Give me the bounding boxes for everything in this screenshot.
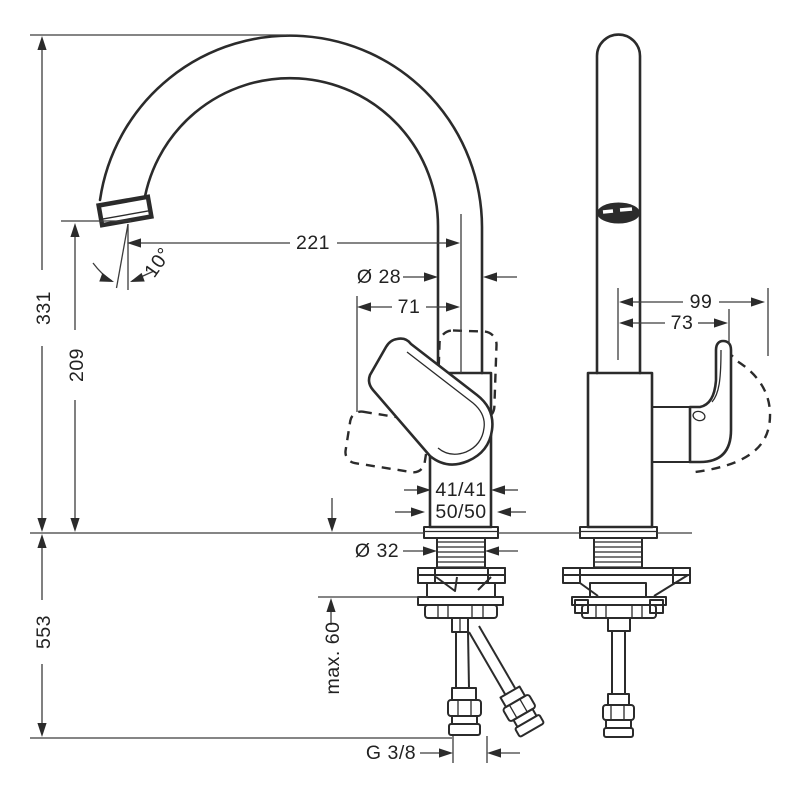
side-mounting-hardware bbox=[562, 538, 691, 632]
side-body bbox=[586, 371, 654, 529]
side-base-flange bbox=[579, 526, 658, 539]
dim-total-height: 331 bbox=[33, 291, 55, 325]
dim-lever-reach: 73 bbox=[671, 312, 694, 334]
hose-connector-angled bbox=[499, 685, 545, 738]
side-supply-hose bbox=[602, 631, 635, 738]
reference-lines bbox=[30, 34, 769, 763]
dimension-labels: 331 209 553 221 10° Ø 28 71 41/41 50/50 … bbox=[33, 232, 712, 764]
side-view bbox=[562, 33, 772, 738]
base-flange bbox=[423, 526, 499, 539]
front-view bbox=[96, 34, 545, 738]
side-handle bbox=[651, 339, 733, 464]
dim-handle-projection: 71 bbox=[398, 296, 421, 318]
dim-outlet-height: 209 bbox=[66, 348, 88, 382]
dim-connection-thread: G 3/8 bbox=[366, 742, 416, 764]
dim-max-deck-thickness: max. 60 bbox=[322, 622, 344, 695]
mounting-hardware bbox=[417, 538, 506, 633]
dim-below-counter: 553 bbox=[33, 615, 55, 649]
dim-spout-pipe-diameter: Ø 28 bbox=[357, 266, 401, 288]
angle-line bbox=[115, 223, 129, 289]
hose-connector-vertical bbox=[447, 687, 482, 736]
supply-hoses bbox=[447, 625, 545, 738]
dim-body-section: 41/41 bbox=[435, 479, 486, 501]
dim-spout-angle: 10° bbox=[140, 244, 176, 282]
handle-lever bbox=[367, 337, 494, 466]
dim-mounting-hole-diameter: Ø 32 bbox=[355, 540, 399, 562]
side-handle-alt-dashed bbox=[694, 350, 772, 474]
dim-lever-reach-max: 99 bbox=[690, 291, 713, 313]
spout-arc bbox=[98, 34, 484, 375]
handle-alt-position-down bbox=[344, 410, 431, 474]
dim-base-section: 50/50 bbox=[435, 501, 486, 523]
aerator-icon bbox=[96, 194, 154, 228]
side-pipe bbox=[595, 33, 642, 375]
dim-spout-reach: 221 bbox=[296, 232, 330, 254]
